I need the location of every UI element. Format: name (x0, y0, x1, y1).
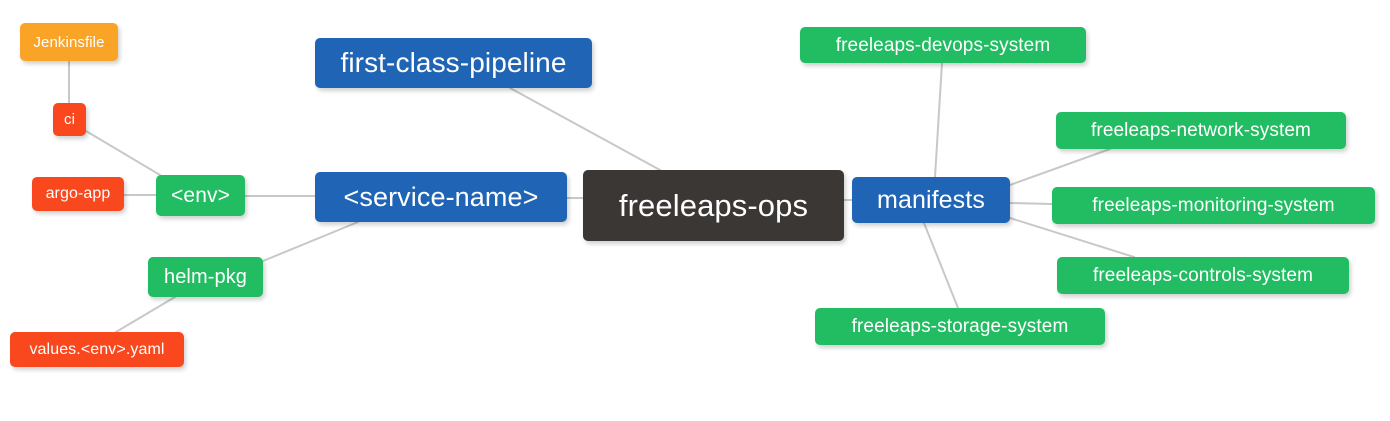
node-freeleaps-ops[interactable]: freeleaps-ops (583, 170, 844, 241)
edge-values-yaml-helm-pkg (115, 296, 176, 333)
edge-manifests-network (1009, 148, 1111, 186)
node-label-argo-app: argo-app (45, 185, 111, 202)
node-argo-app[interactable]: argo-app (32, 177, 124, 211)
node-freeleaps-monitoring-system[interactable]: freeleaps-monitoring-system (1052, 187, 1375, 224)
node-label-freeleaps-devops-system: freeleaps-devops-system (835, 34, 1051, 56)
node-env[interactable]: <env> (156, 175, 245, 216)
edge-ci-env (85, 130, 161, 176)
edge-manifests-storage (923, 222, 959, 309)
node-freeleaps-devops-system[interactable]: freeleaps-devops-system (800, 27, 1086, 63)
node-label-freeleaps-network-system: freeleaps-network-system (1091, 120, 1311, 141)
node-ci[interactable]: ci (53, 103, 86, 136)
node-jenkinsfile[interactable]: Jenkinsfile (20, 23, 118, 61)
node-freeleaps-network-system[interactable]: freeleaps-network-system (1056, 112, 1346, 149)
edge-pipeline-ops (509, 87, 661, 171)
node-values-yaml[interactable]: values.<env>.yaml (10, 332, 184, 367)
node-freeleaps-storage-system[interactable]: freeleaps-storage-system (815, 308, 1105, 345)
node-label-service-name: <service-name> (343, 181, 539, 212)
node-service-name[interactable]: <service-name> (315, 172, 567, 222)
edge-manifests-monitoring (1009, 202, 1053, 205)
node-label-values-yaml: values.<env>.yaml (29, 340, 165, 358)
node-label-first-class-pipeline: first-class-pipeline (340, 47, 567, 78)
node-label-manifests: manifests (877, 185, 985, 214)
node-first-class-pipeline[interactable]: first-class-pipeline (315, 38, 592, 88)
edge-manifests-devops (934, 62, 943, 178)
node-label-freeleaps-controls-system: freeleaps-controls-system (1092, 265, 1314, 286)
node-freeleaps-controls-system[interactable]: freeleaps-controls-system (1057, 257, 1349, 294)
node-manifests[interactable]: manifests (852, 177, 1010, 223)
node-label-freeleaps-monitoring-system: freeleaps-monitoring-system (1092, 195, 1335, 216)
node-label-freeleaps-storage-system: freeleaps-storage-system (851, 316, 1069, 337)
node-label-jenkinsfile: Jenkinsfile (33, 33, 105, 51)
node-label-freeleaps-ops: freeleaps-ops (618, 188, 809, 223)
edge-helm-pkg-service-name (262, 221, 359, 262)
node-helm-pkg[interactable]: helm-pkg (148, 257, 263, 297)
node-label-env: <env> (171, 184, 230, 207)
node-label-ci: ci (63, 111, 76, 128)
node-label-helm-pkg: helm-pkg (163, 266, 248, 288)
